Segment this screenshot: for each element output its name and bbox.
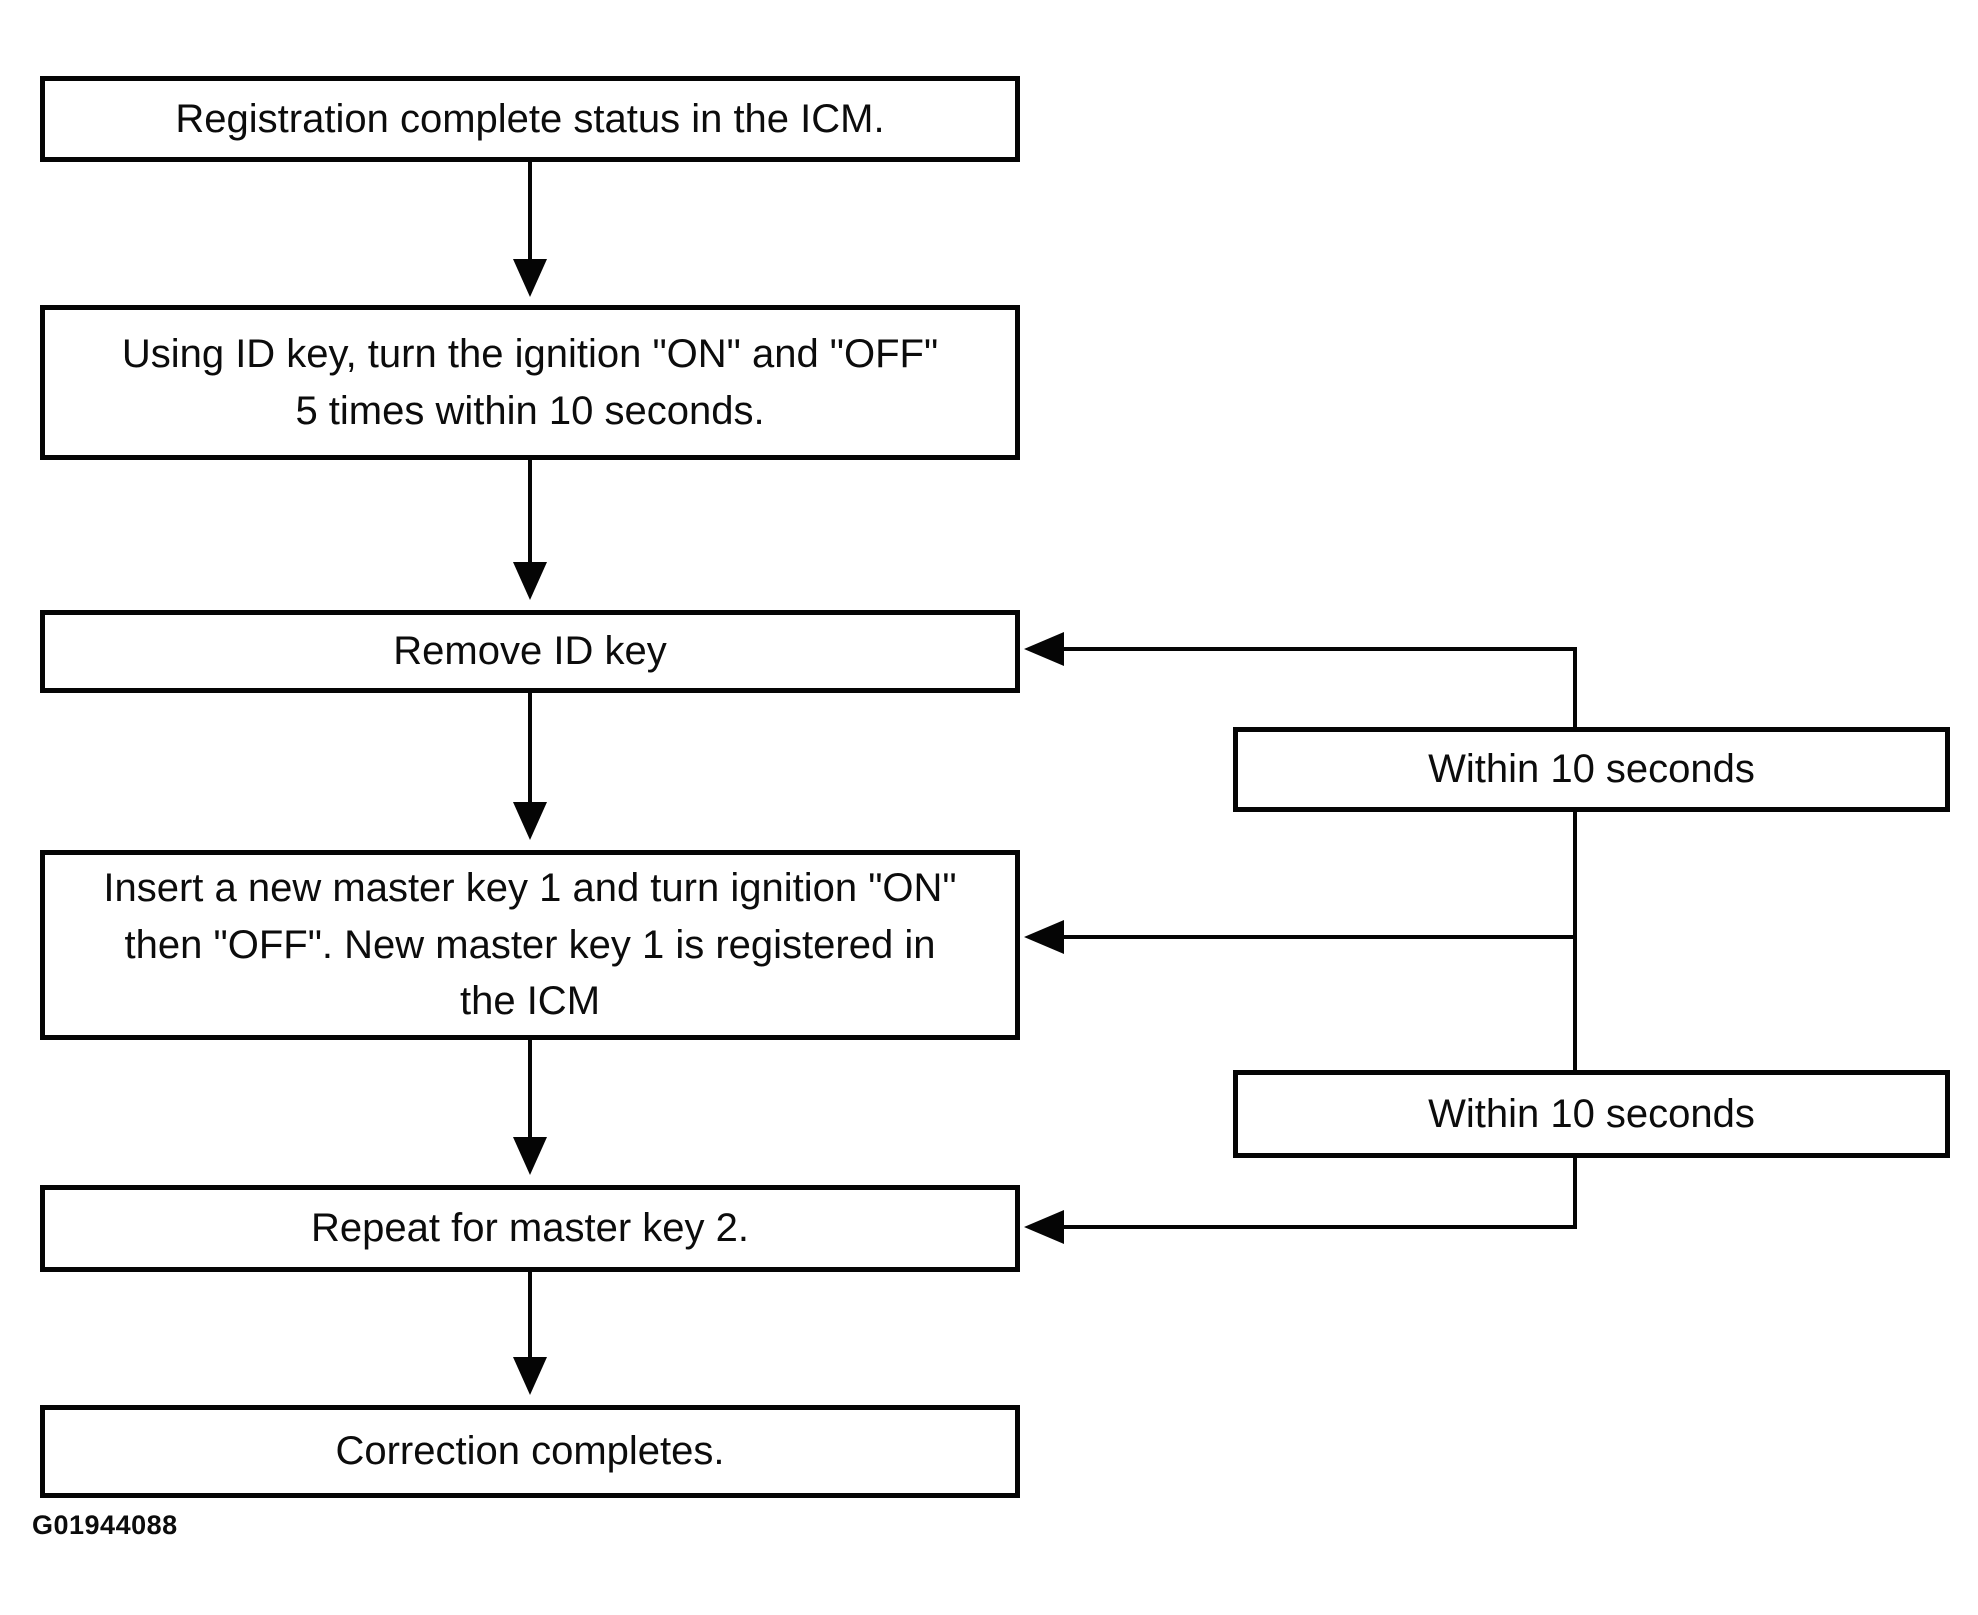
- timing-box-within-10-seconds-1: Within 10 seconds: [1233, 727, 1950, 812]
- arrow-registration-to-ignition: [513, 162, 547, 297]
- arrow-trunk-to-remove-id-key: [1024, 632, 1577, 666]
- flow-box-text: 5 times within 10 seconds.: [295, 388, 765, 433]
- flow-box-registration-complete: Registration complete status in the ICM.: [40, 76, 1020, 162]
- flow-box-correction-completes: Correction completes.: [40, 1405, 1020, 1498]
- flow-box-text: Registration complete status in the ICM.: [175, 96, 885, 141]
- flow-box-register-master-key-1: Insert a new master key 1 and turn ignit…: [40, 850, 1020, 1040]
- arrow-insert-to-repeat: [513, 1040, 547, 1175]
- flow-box-ignition-cycle: Using ID key, turn the ignition "ON" and…: [40, 305, 1020, 460]
- arrow-trunk-to-repeat-key: [1024, 1210, 1577, 1244]
- timing-box-text: Within 10 seconds: [1428, 1091, 1755, 1136]
- flow-box-text: Using ID key, turn the ignition "ON" and…: [121, 331, 939, 376]
- arrow-trunk-to-insert-key: [1024, 920, 1577, 954]
- flow-box-repeat-master-key-2: Repeat for master key 2.: [40, 1185, 1020, 1272]
- timing-box-within-10-seconds-2: Within 10 seconds: [1233, 1070, 1950, 1158]
- figure-id-label: G01944088: [32, 1510, 178, 1540]
- flow-box-remove-id-key: Remove ID key: [40, 610, 1020, 693]
- arrow-repeat-to-correction: [513, 1272, 547, 1395]
- flow-box-text: Remove ID key: [393, 629, 667, 674]
- flow-box-text: the ICM: [459, 979, 601, 1024]
- timing-box-text: Within 10 seconds: [1428, 747, 1755, 792]
- arrow-remove-to-insert: [513, 693, 547, 840]
- flow-box-text: Insert a new master key 1 and turn ignit…: [103, 865, 957, 910]
- flow-box-text: Correction completes.: [335, 1429, 725, 1474]
- flow-box-text: Repeat for master key 2.: [311, 1206, 749, 1251]
- arrow-ignition-to-remove: [513, 460, 547, 600]
- flow-box-text: then "OFF". New master key 1 is register…: [124, 922, 936, 967]
